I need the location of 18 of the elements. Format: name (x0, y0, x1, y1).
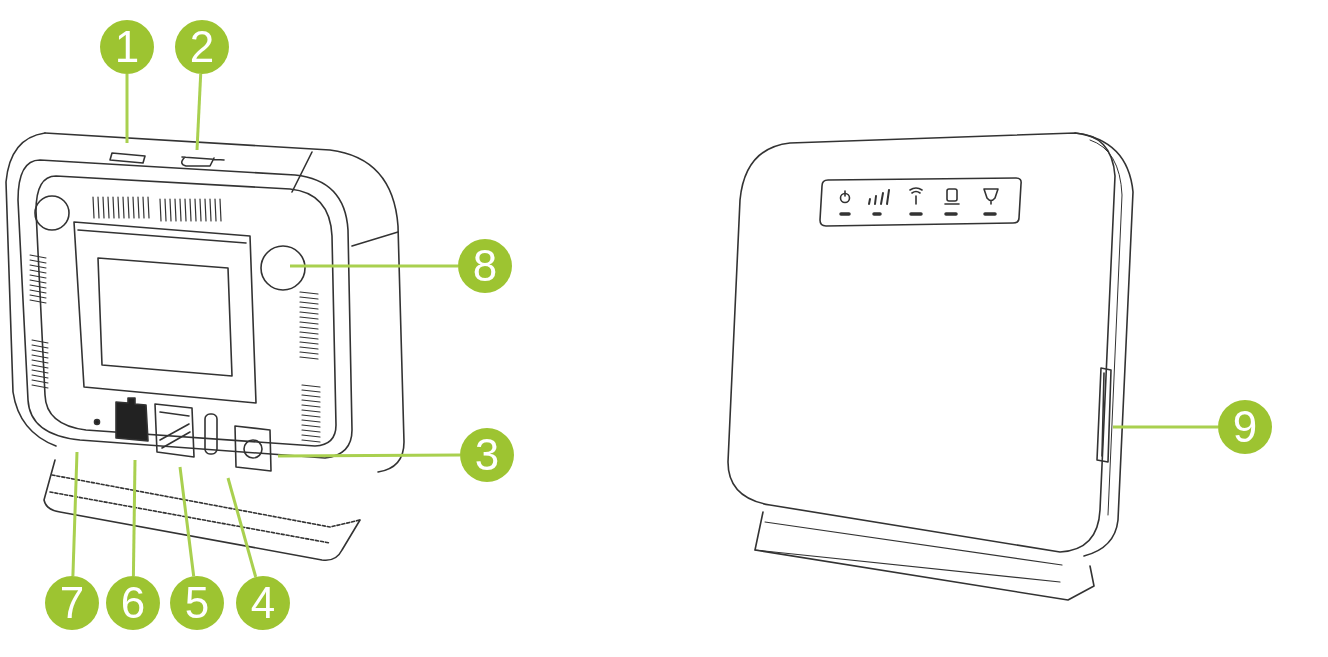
leader-line (125, 74, 129, 143)
callout-number: 9 (1218, 400, 1272, 454)
leader-line (71, 451, 79, 577)
leader-line (178, 466, 196, 577)
callout-number: 4 (236, 576, 290, 630)
leader-line (1113, 425, 1218, 429)
callout-number: 2 (175, 20, 229, 74)
callout-number: 8 (458, 239, 512, 293)
leader-line (278, 453, 460, 458)
callout-number: 6 (106, 576, 160, 630)
callout-number: 3 (460, 428, 514, 482)
leader-line (290, 264, 458, 268)
leader-line (226, 477, 258, 578)
callout-number: 7 (45, 576, 99, 630)
leader-line (195, 73, 203, 151)
leader-line (131, 459, 137, 577)
callout-number: 1 (100, 20, 154, 74)
callout-number: 5 (170, 576, 224, 630)
